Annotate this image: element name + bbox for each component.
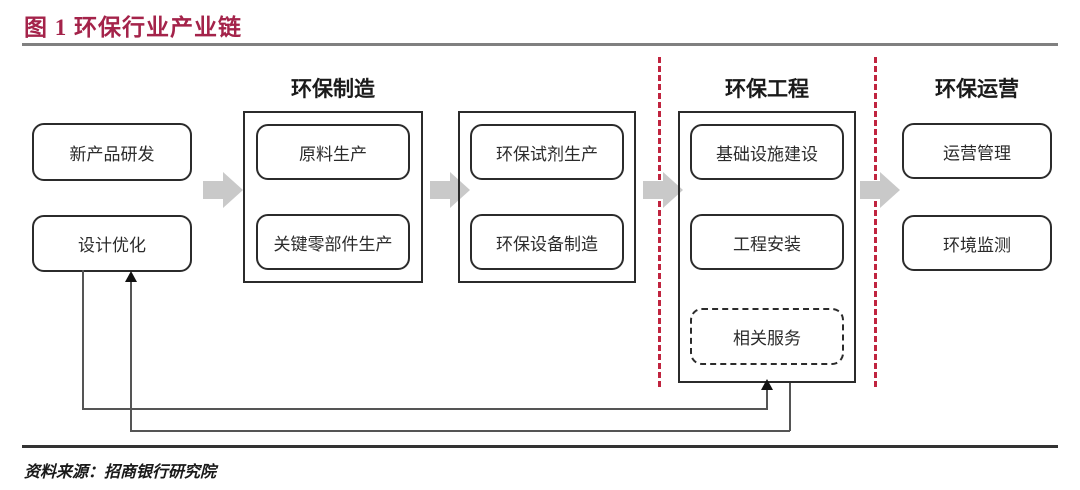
- node-infrastructure-construction[interactable]: 基础设施建设: [690, 124, 844, 180]
- figure-title: 图 1 环保行业产业链: [24, 15, 242, 40]
- node-new-product-rnd[interactable]: 新产品研发: [32, 123, 192, 181]
- node-reagent-production[interactable]: 环保试剂生产: [470, 124, 624, 180]
- flow-arrow-2-head: [450, 172, 470, 208]
- title-divider: [22, 43, 1058, 46]
- feedback-loop-a-vertical-right: [766, 390, 768, 409]
- section-divider-left: [658, 57, 661, 387]
- flow-arrow-1-head: [223, 172, 243, 208]
- feedback-loop-a-horizontal: [82, 408, 768, 410]
- node-engineering-installation[interactable]: 工程安装: [690, 214, 844, 270]
- feedback-loop-b-vertical-left: [130, 282, 132, 430]
- flow-arrow-2: [430, 172, 470, 208]
- flow-arrow-3: [643, 172, 683, 208]
- feedback-loop-b-horizontal: [130, 430, 790, 432]
- feedback-loop-a-vertical-left: [82, 270, 84, 409]
- flow-arrow-1-shaft: [203, 181, 227, 199]
- node-equipment-manufacturing[interactable]: 环保设备制造: [470, 214, 624, 270]
- group-header-operations: 环保运营: [935, 77, 1019, 101]
- node-operations-management[interactable]: 运营管理: [902, 123, 1052, 179]
- feedback-loop-b-arrowhead: [125, 271, 137, 282]
- flow-arrow-4-head: [880, 172, 900, 208]
- node-design-optimization[interactable]: 设计优化: [32, 215, 192, 272]
- group-container-manufacturing: [243, 111, 423, 283]
- node-related-services[interactable]: 相关服务: [690, 308, 844, 365]
- feedback-loop-a-arrowhead: [761, 379, 773, 390]
- flow-arrow-1: [203, 172, 243, 208]
- group-container-products: [458, 111, 636, 283]
- flow-arrow-4-shaft: [860, 181, 884, 199]
- source-label: 资料来源：招商银行研究院: [24, 464, 217, 481]
- group-header-manufacturing: 环保制造: [291, 77, 375, 101]
- node-key-component-production[interactable]: 关键零部件生产: [256, 214, 410, 270]
- node-raw-material-production[interactable]: 原料生产: [256, 124, 410, 180]
- flow-arrow-3-shaft: [643, 181, 667, 199]
- node-environmental-monitoring[interactable]: 环境监测: [902, 215, 1052, 271]
- feedback-loop-b-vertical-right: [789, 383, 791, 431]
- flow-arrow-2-shaft: [430, 181, 454, 199]
- flow-arrow-4: [860, 172, 900, 208]
- source-divider: [22, 445, 1058, 448]
- group-header-engineering: 环保工程: [725, 77, 809, 101]
- section-divider-right: [874, 57, 877, 387]
